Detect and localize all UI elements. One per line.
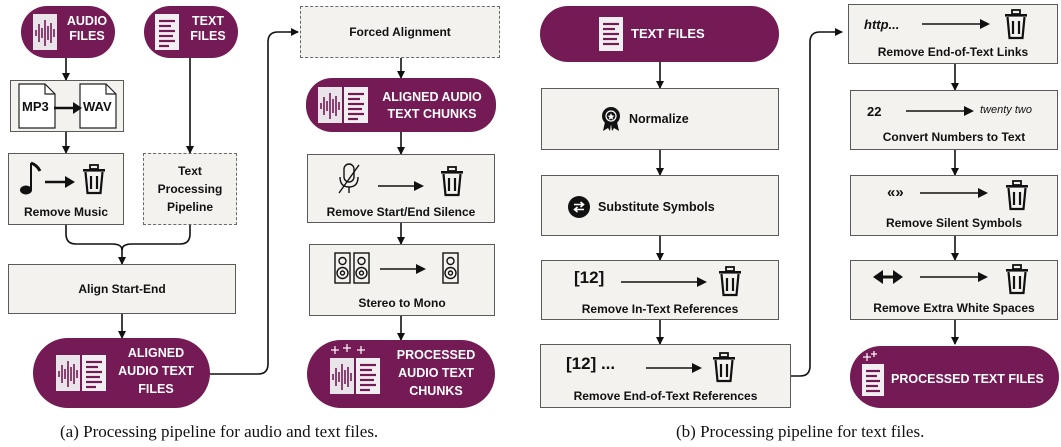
double-arrow-icon	[873, 270, 903, 284]
remove-in-text-refs-label: Remove In-Text References	[581, 302, 739, 316]
remove-links-label: Remove End-of-Text Links	[877, 45, 1029, 59]
mp3-file-icon	[18, 83, 56, 129]
b-trash-icon-3	[1005, 9, 1027, 40]
b-document-icon-2	[862, 364, 884, 396]
document-icon-4	[356, 358, 380, 394]
text-processing-pipeline-node	[143, 153, 237, 225]
convert-arrow-icon	[54, 102, 82, 114]
remove-silence-node	[307, 154, 495, 223]
align-start-end-node	[8, 264, 236, 314]
b-arrow-icon-5	[920, 188, 988, 198]
b-document-icon	[599, 17, 623, 51]
convert-numbers-node	[850, 90, 1058, 150]
processed-text-files-node	[850, 346, 1059, 408]
normalize-label: Normalize	[629, 112, 689, 126]
arrow-b-endtext-to-links	[791, 28, 843, 377]
remove-end-text-refs-label: Remove End-of-Text References	[573, 389, 758, 403]
audio-files-label: AUDIO FILES	[66, 14, 108, 43]
merge-line-left	[65, 225, 123, 251]
sparkles-icon	[331, 344, 365, 354]
b-arrow-icon-2	[646, 363, 702, 373]
aligned-audio-text-files-label: ALIGNED AUDIO TEXT FILES	[118, 346, 194, 396]
waveform-file-icon-3	[318, 87, 342, 123]
trash-icon	[83, 164, 105, 195]
muted-microphone-icon	[338, 163, 360, 194]
stereo-to-mono-node	[309, 244, 495, 316]
substitute-symbols-label: Substitute Symbols	[598, 200, 715, 214]
swap-icon	[568, 196, 590, 218]
link-example: http...	[864, 17, 900, 32]
processed-text-files-label: PROCESSED TEXT FILES	[891, 372, 1044, 386]
mp3-label: MP3	[22, 99, 49, 114]
music-note-icon	[20, 161, 42, 195]
b-arrow-icon-6	[920, 272, 988, 282]
arrow-icon-2	[378, 181, 424, 191]
b-arrow-icon-1	[621, 277, 707, 287]
caption-b: (b) Processing pipeline for text files.	[676, 422, 925, 441]
normalize-node	[541, 88, 779, 150]
b-arrow-icon-3	[922, 19, 990, 29]
waveform-file-icon-2	[56, 355, 80, 391]
document-icon-3	[344, 87, 368, 123]
remove-white-spaces-label: Remove Extra White Spaces	[873, 301, 1035, 315]
caption-a: (a) Processing pipeline for audio and te…	[60, 422, 379, 441]
mono-speaker-icon	[442, 252, 459, 284]
remove-silent-symbols-label: Remove Silent Symbols	[885, 216, 1023, 230]
b-sparkles-icon	[863, 351, 877, 361]
waveform-file-icon-4	[330, 358, 354, 394]
b-text-files-label: TEXT FILES	[631, 26, 705, 41]
stereo-speakers-icon	[334, 252, 370, 284]
processed-audio-text-chunks-label: PROCESSED AUDIO TEXT CHUNKS	[396, 348, 476, 398]
merge-line-right	[121, 225, 191, 251]
aligned-audio-text-chunks-label: ALIGNED AUDIO TEXT CHUNKS	[382, 90, 482, 121]
end-text-ref-example: [12] ...	[566, 354, 616, 373]
number-words: twenty two	[980, 104, 1032, 116]
waveform-file-icon	[33, 14, 57, 50]
remove-music-label: Remove Music	[23, 205, 109, 219]
stereo-to-mono-label: Stereo to Mono	[358, 296, 446, 310]
arrow-aligned-to-forced	[210, 28, 299, 375]
wav-file-icon	[79, 83, 117, 129]
arrow-icon-3	[380, 264, 426, 274]
wav-label: WAV	[83, 99, 112, 114]
convert-numbers-label: Convert Numbers to Text	[882, 130, 1026, 144]
in-text-ref-example: [12]	[574, 268, 605, 287]
remove-silence-label: Remove Start/End Silence	[326, 205, 476, 219]
remove-in-text-refs-node	[541, 260, 779, 320]
document-icon-2	[82, 355, 106, 391]
forced-alignment-label: Forced Alignment	[349, 25, 451, 39]
forced-alignment-node	[300, 6, 500, 58]
remove-end-text-refs-node	[540, 344, 791, 408]
trash-icon-2	[441, 166, 463, 197]
award-badge-icon	[602, 107, 620, 131]
b-trash-icon-1	[719, 266, 741, 297]
arrow-icon	[45, 176, 75, 188]
text-files-label: TEXT FILES	[190, 14, 226, 43]
b-trash-icon-4	[1006, 180, 1028, 211]
b-arrow-icon-4	[906, 106, 974, 116]
document-icon	[155, 14, 179, 50]
b-text-files-node	[540, 6, 779, 62]
align-start-end-label: Align Start-End	[78, 282, 166, 296]
number-example: 22	[867, 104, 882, 119]
b-trash-icon-2	[713, 352, 735, 383]
b-trash-icon-5	[1006, 264, 1028, 295]
text-processing-pipeline-label: Text Processing Pipeline	[157, 164, 223, 214]
silent-symbol-example: «»	[887, 184, 904, 201]
